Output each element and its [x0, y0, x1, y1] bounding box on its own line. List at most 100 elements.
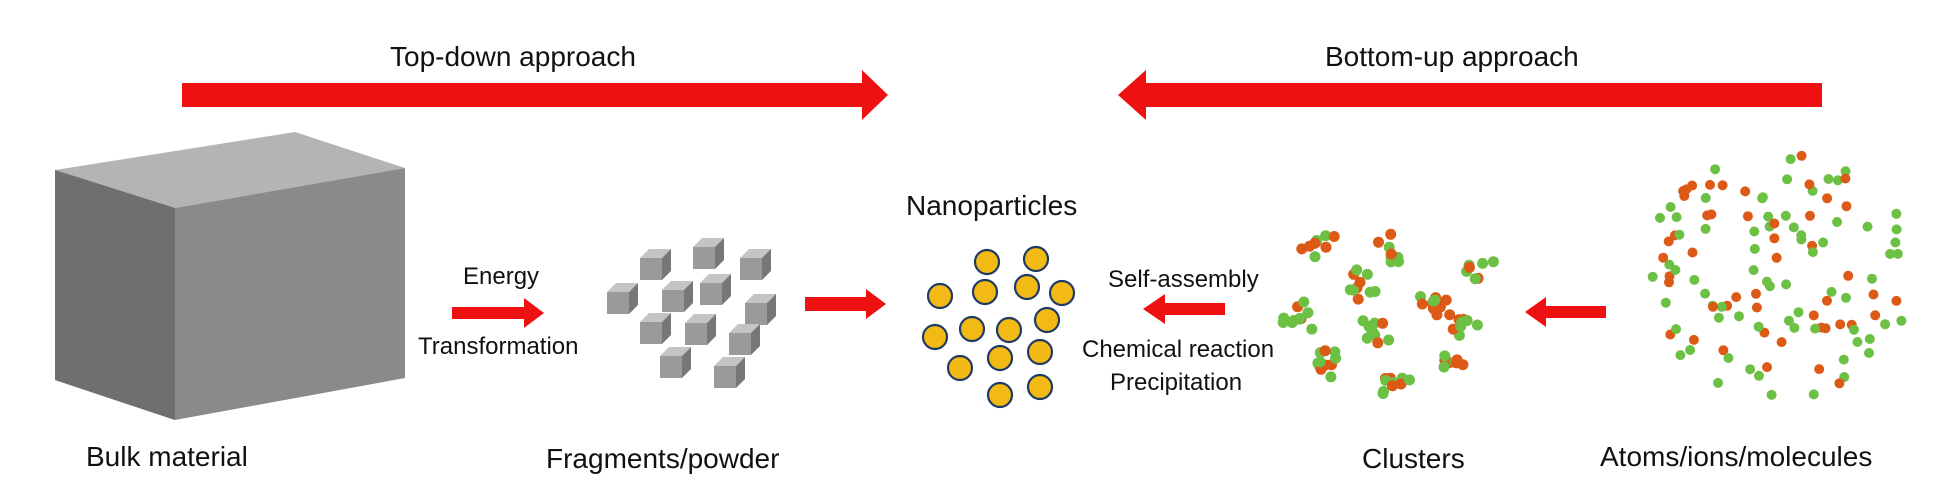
cluster-atom-green: [1471, 319, 1483, 331]
cluster-atom-green: [1330, 352, 1342, 364]
nanoparticle: [986, 381, 1014, 409]
atom-green: [1784, 315, 1794, 326]
atom-green: [1793, 307, 1804, 318]
atom-green: [1862, 221, 1873, 232]
atom-orange: [1762, 362, 1772, 373]
cluster-atom-green: [1351, 264, 1363, 276]
atom-orange: [1740, 186, 1751, 197]
nanoparticle: [1026, 338, 1054, 366]
atom-orange: [1769, 218, 1780, 229]
atom-orange: [1702, 210, 1713, 221]
atom-orange: [1805, 210, 1815, 221]
atom-green: [1723, 353, 1734, 363]
atom-green: [1781, 279, 1792, 290]
atom-green: [1716, 301, 1727, 312]
atom-green: [1748, 265, 1759, 276]
atom-orange: [1822, 295, 1832, 306]
cluster-atom-green: [1314, 356, 1326, 368]
atom-green: [1700, 223, 1711, 234]
clusters-label: Clusters: [1362, 443, 1465, 474]
nanoparticle: [1022, 245, 1050, 273]
atoms-label: Atoms/ions/molecules: [1600, 441, 1873, 472]
chemical-reaction-label: Chemical reaction: [1082, 336, 1275, 363]
cluster-atom-orange: [1296, 243, 1308, 255]
cluster-atom-orange: [1352, 293, 1364, 305]
fragment-cube: [662, 281, 693, 312]
precipitation-label: Precipitation: [1110, 369, 1243, 396]
atom-green: [1671, 324, 1682, 335]
atom-green: [1867, 273, 1877, 284]
atom-orange: [1822, 193, 1833, 204]
atom-green: [1764, 281, 1775, 292]
transformation-label: Transformation: [418, 333, 579, 360]
cluster-atom-orange: [1309, 237, 1321, 249]
atom-green: [1685, 345, 1696, 355]
atom-green: [1891, 224, 1902, 235]
fragment-cube: [693, 238, 724, 269]
atom-green: [1745, 364, 1756, 375]
cluster-atom-orange: [1373, 236, 1384, 248]
nanoparticle: [973, 248, 1001, 276]
atom-green: [1689, 274, 1700, 285]
atom-orange: [1835, 319, 1846, 330]
fragment-cube: [607, 283, 638, 314]
atom-green: [1892, 248, 1903, 259]
cluster-atom-orange: [1464, 261, 1475, 273]
atom-orange: [1663, 236, 1674, 247]
cluster-atom-orange: [1444, 309, 1456, 321]
cluster-atom-green: [1461, 315, 1473, 326]
fragment-cube: [745, 294, 776, 325]
atom-green: [1655, 212, 1665, 223]
fragment-cube: [640, 249, 671, 280]
fragments-label: Fragments/powder: [546, 443, 780, 474]
atom-green: [1788, 222, 1799, 233]
atom-green: [1823, 174, 1834, 184]
atom-orange: [1870, 310, 1881, 321]
atom-green: [1713, 377, 1723, 388]
cluster-atom-orange: [1451, 354, 1463, 366]
atom-green: [1885, 248, 1896, 259]
fragment-cube: [714, 357, 745, 388]
atom-green: [1852, 337, 1863, 347]
cluster-atom-green: [1320, 230, 1332, 242]
cluster-atom-green: [1309, 251, 1321, 263]
atom-green: [1840, 166, 1851, 177]
atom-green: [1838, 354, 1849, 365]
atom-green: [1789, 322, 1800, 333]
cluster-atom-orange: [1440, 294, 1452, 306]
top-down-label: Top-down approach: [390, 41, 636, 72]
fragment-cube: [640, 313, 671, 344]
atom-orange: [1717, 180, 1728, 191]
atom-green: [1766, 389, 1777, 400]
nanoparticle: [1026, 373, 1054, 401]
cluster-atom-green: [1286, 317, 1298, 328]
cluster-atom-green: [1325, 371, 1337, 383]
energy-arrow: [452, 298, 544, 328]
cluster-atom-green: [1469, 273, 1481, 285]
atom-green: [1896, 315, 1907, 326]
cluster-atom-green: [1477, 257, 1489, 269]
atoms-group: [1647, 150, 1907, 400]
atom-green: [1713, 312, 1724, 323]
nanoparticle: [1013, 273, 1041, 301]
atom-orange: [1687, 180, 1698, 191]
atom-green: [1818, 237, 1829, 248]
atom-green: [1753, 321, 1764, 332]
atoms-to-clusters-arrow: [1525, 297, 1606, 327]
bottom-up-arrow: [1118, 70, 1822, 120]
atom-green: [1700, 193, 1711, 203]
self-assembly-arrow: [1143, 294, 1225, 324]
cluster-atom-orange: [1354, 276, 1366, 288]
atom-green: [1710, 164, 1721, 175]
cluster-atom-orange: [1416, 298, 1428, 310]
bottom-up-label: Bottom-up approach: [1325, 41, 1579, 72]
cube-top-face: [55, 132, 405, 208]
top-down-arrow: [182, 70, 888, 120]
cluster-atom-green: [1364, 286, 1376, 298]
atom-orange: [1796, 150, 1807, 161]
cluster-atom-green: [1361, 268, 1373, 280]
atom-orange: [1804, 179, 1815, 190]
cluster-atom-green: [1277, 317, 1289, 328]
atom-orange: [1843, 270, 1854, 281]
